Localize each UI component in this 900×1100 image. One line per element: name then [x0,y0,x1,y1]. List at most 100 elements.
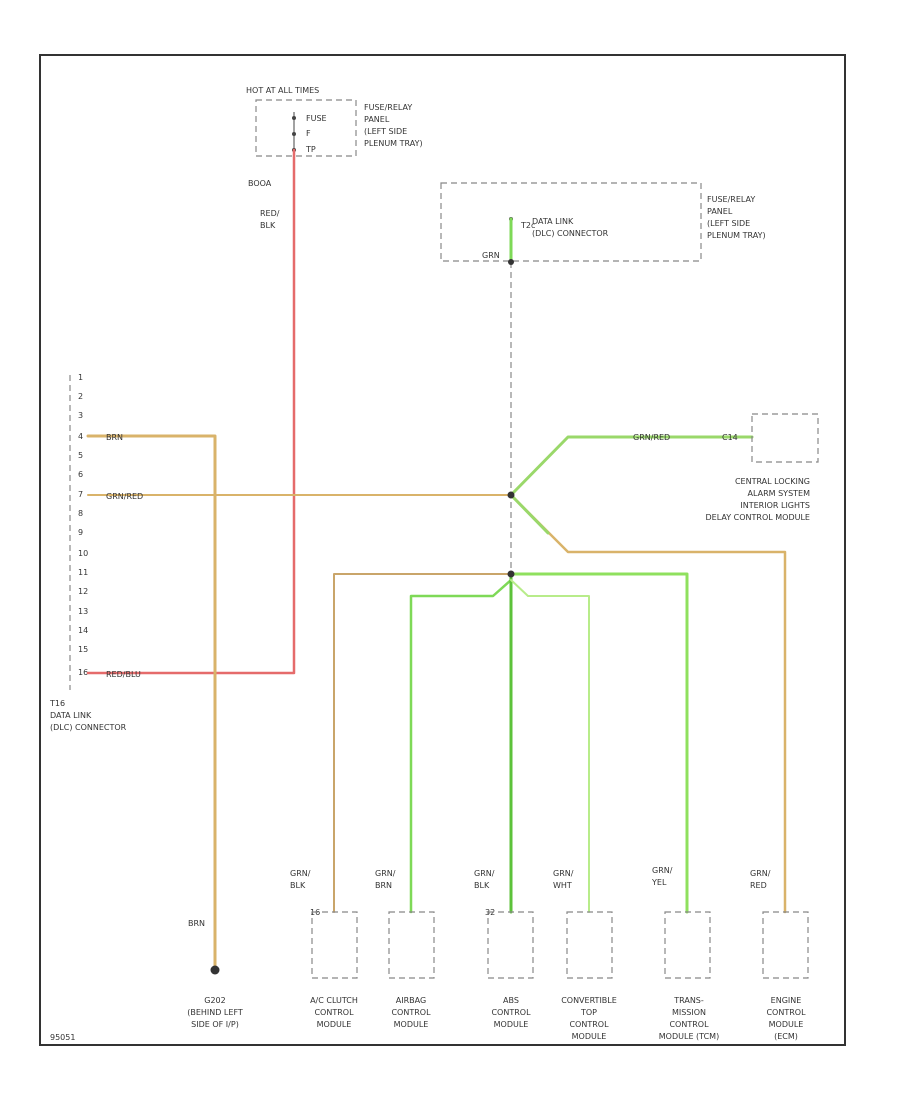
module-tcm: GRN/ YEL TRANS- MISSION CONTROL MODULE (… [651,866,719,1041]
central-locking-caption-3: INTERIOR LIGHTS [740,501,810,510]
t16-pin: 4 [78,432,83,441]
fuse-location-line-2: PANEL [364,115,390,124]
module-wire-label: GRN/ [375,869,396,878]
dlc-t2c-pin-label: T2c [520,221,535,230]
module-wire-label: GRN/ [474,869,495,878]
wire-splice-lower-branch [509,493,787,914]
module-caption: MODULE [769,1020,804,1029]
t16-pin: 15 [78,645,88,654]
module-caption: (ECM) [774,1032,798,1041]
t16-pin: 2 [78,392,83,401]
wire-red-blk [86,148,296,675]
t16-pin: 11 [78,568,88,577]
central-locking-caption-4: DELAY CONTROL MODULE [706,513,810,522]
central-locking-wire-label: GRN/RED [633,433,670,442]
wire-tcm [509,572,689,914]
module-wire-label: GRN/ [750,869,771,878]
t16-pin: 3 [78,411,83,420]
module-caption: MISSION [672,1008,706,1017]
wire-convertible-top [510,579,590,913]
t16-pin: 13 [78,607,88,616]
t16-caption-line-3: (DLC) CONNECTOR [50,723,127,732]
module-abs: GRN/ BLK 32 ABS CONTROL MODULE [474,869,534,1029]
wire-brn-ground [86,434,217,970]
wire-id-top: BOOA [248,179,272,188]
t16-pin: 9 [78,528,83,537]
hot-source-label: HOT AT ALL TIMES [246,86,319,95]
t16-pin: 1 [78,373,83,382]
module-convertible-top: GRN/ WHT CONVERTIBLE TOP CONTROL MODULE [553,869,617,1041]
t16-pin: 16 [78,668,88,677]
pin4-wire-label: BRN [106,433,123,442]
dlc-location-line-2: PANEL [707,207,733,216]
module-caption: AIRBAG [396,996,426,1005]
splice-t2c [508,259,514,265]
diagram-frame [39,54,846,1046]
fuse-terminal-label: TP [305,145,316,154]
module-caption: TRANS- [673,996,704,1005]
fuse-location-line-4: PLENUM TRAY) [364,139,423,148]
dlc-t2c-outline [440,182,702,262]
dlc-location-line-4: PLENUM TRAY) [707,231,766,240]
module-caption: CONTROL [491,1008,531,1017]
diagram-id: 95051 [50,1033,75,1042]
fuse-location-line-3: (LEFT SIDE [364,127,407,136]
module-caption: ENGINE [771,996,802,1005]
dlc-location-line-3: (LEFT SIDE [707,219,750,228]
module-wire-label: RED [750,881,767,890]
module-caption: MODULE [317,1020,352,1029]
t16-caption-line-1: T16 [49,699,65,708]
t16-pin: 6 [78,470,83,479]
dlc-wire-grn-label: GRN [482,251,500,260]
module-wire-label: BLK [290,881,306,890]
module-caption: ABS [503,996,519,1005]
ground-caption-1: G202 [204,996,225,1005]
t16-pin: 7 [78,490,83,499]
module-box [388,911,435,979]
t16-pin: 12 [78,587,88,596]
t16-pin: 14 [78,626,88,635]
module-box [762,911,809,979]
wire-airbag [409,578,513,914]
wire-splice-green-overlay [509,493,550,535]
module-wire-label: BLK [474,881,490,890]
fuse-block-outline [255,99,357,157]
pin7-wire-label: GRN/RED [106,492,143,501]
module-caption: CONTROL [391,1008,431,1017]
module-caption: MODULE [394,1020,429,1029]
module-caption: TOP [580,1008,597,1017]
module-box [487,911,534,979]
wire-grn-red-central-locking [509,435,754,497]
module-airbag: GRN/ BRN AIRBAG CONTROL MODULE [375,869,435,1029]
t16-pin: 10 [78,549,88,558]
module-ac-clutch: GRN/ BLK 16 A/C CLUTCH CONTROL MODULE [290,869,358,1029]
fuse-location-line-1: FUSE/RELAY [364,103,412,112]
module-caption: CONTROL [314,1008,354,1017]
module-caption: CONTROL [569,1020,609,1029]
module-caption: CONVERTIBLE [561,996,617,1005]
dlc-location-line-1: FUSE/RELAY [707,195,755,204]
module-caption: MODULE [572,1032,607,1041]
module-box [664,911,711,979]
ground-caption-3: SIDE OF I/P) [191,1020,239,1029]
module-wire-label: GRN/ [652,866,673,875]
t16-pin: 5 [78,451,83,460]
t16-pin-numbers: 1 2 3 4 5 6 7 8 9 10 11 12 13 14 15 16 [78,373,88,677]
module-caption: CONTROL [669,1020,709,1029]
t16-pin: 8 [78,509,83,518]
wire-red-blk-label-1: RED/ [260,209,280,218]
central-locking-module-box [751,413,819,463]
dlc-t2c-title: DATA LINK [532,217,574,226]
splice-lower [507,570,515,578]
module-box [311,911,358,979]
module-wire-label: GRN/ [553,869,574,878]
pin16-wire-label: RED/BLU [106,670,141,679]
central-locking-caption-2: ALARM SYSTEM [748,489,811,498]
module-wire-label: BRN [375,881,392,890]
t16-caption-line-2: DATA LINK [50,711,92,720]
module-caption: CONTROL [766,1008,806,1017]
module-wire-label: YEL [651,878,667,887]
module-ecm: GRN/ RED ENGINE CONTROL MODULE (ECM) [750,869,809,1041]
splice-upper [507,491,515,499]
